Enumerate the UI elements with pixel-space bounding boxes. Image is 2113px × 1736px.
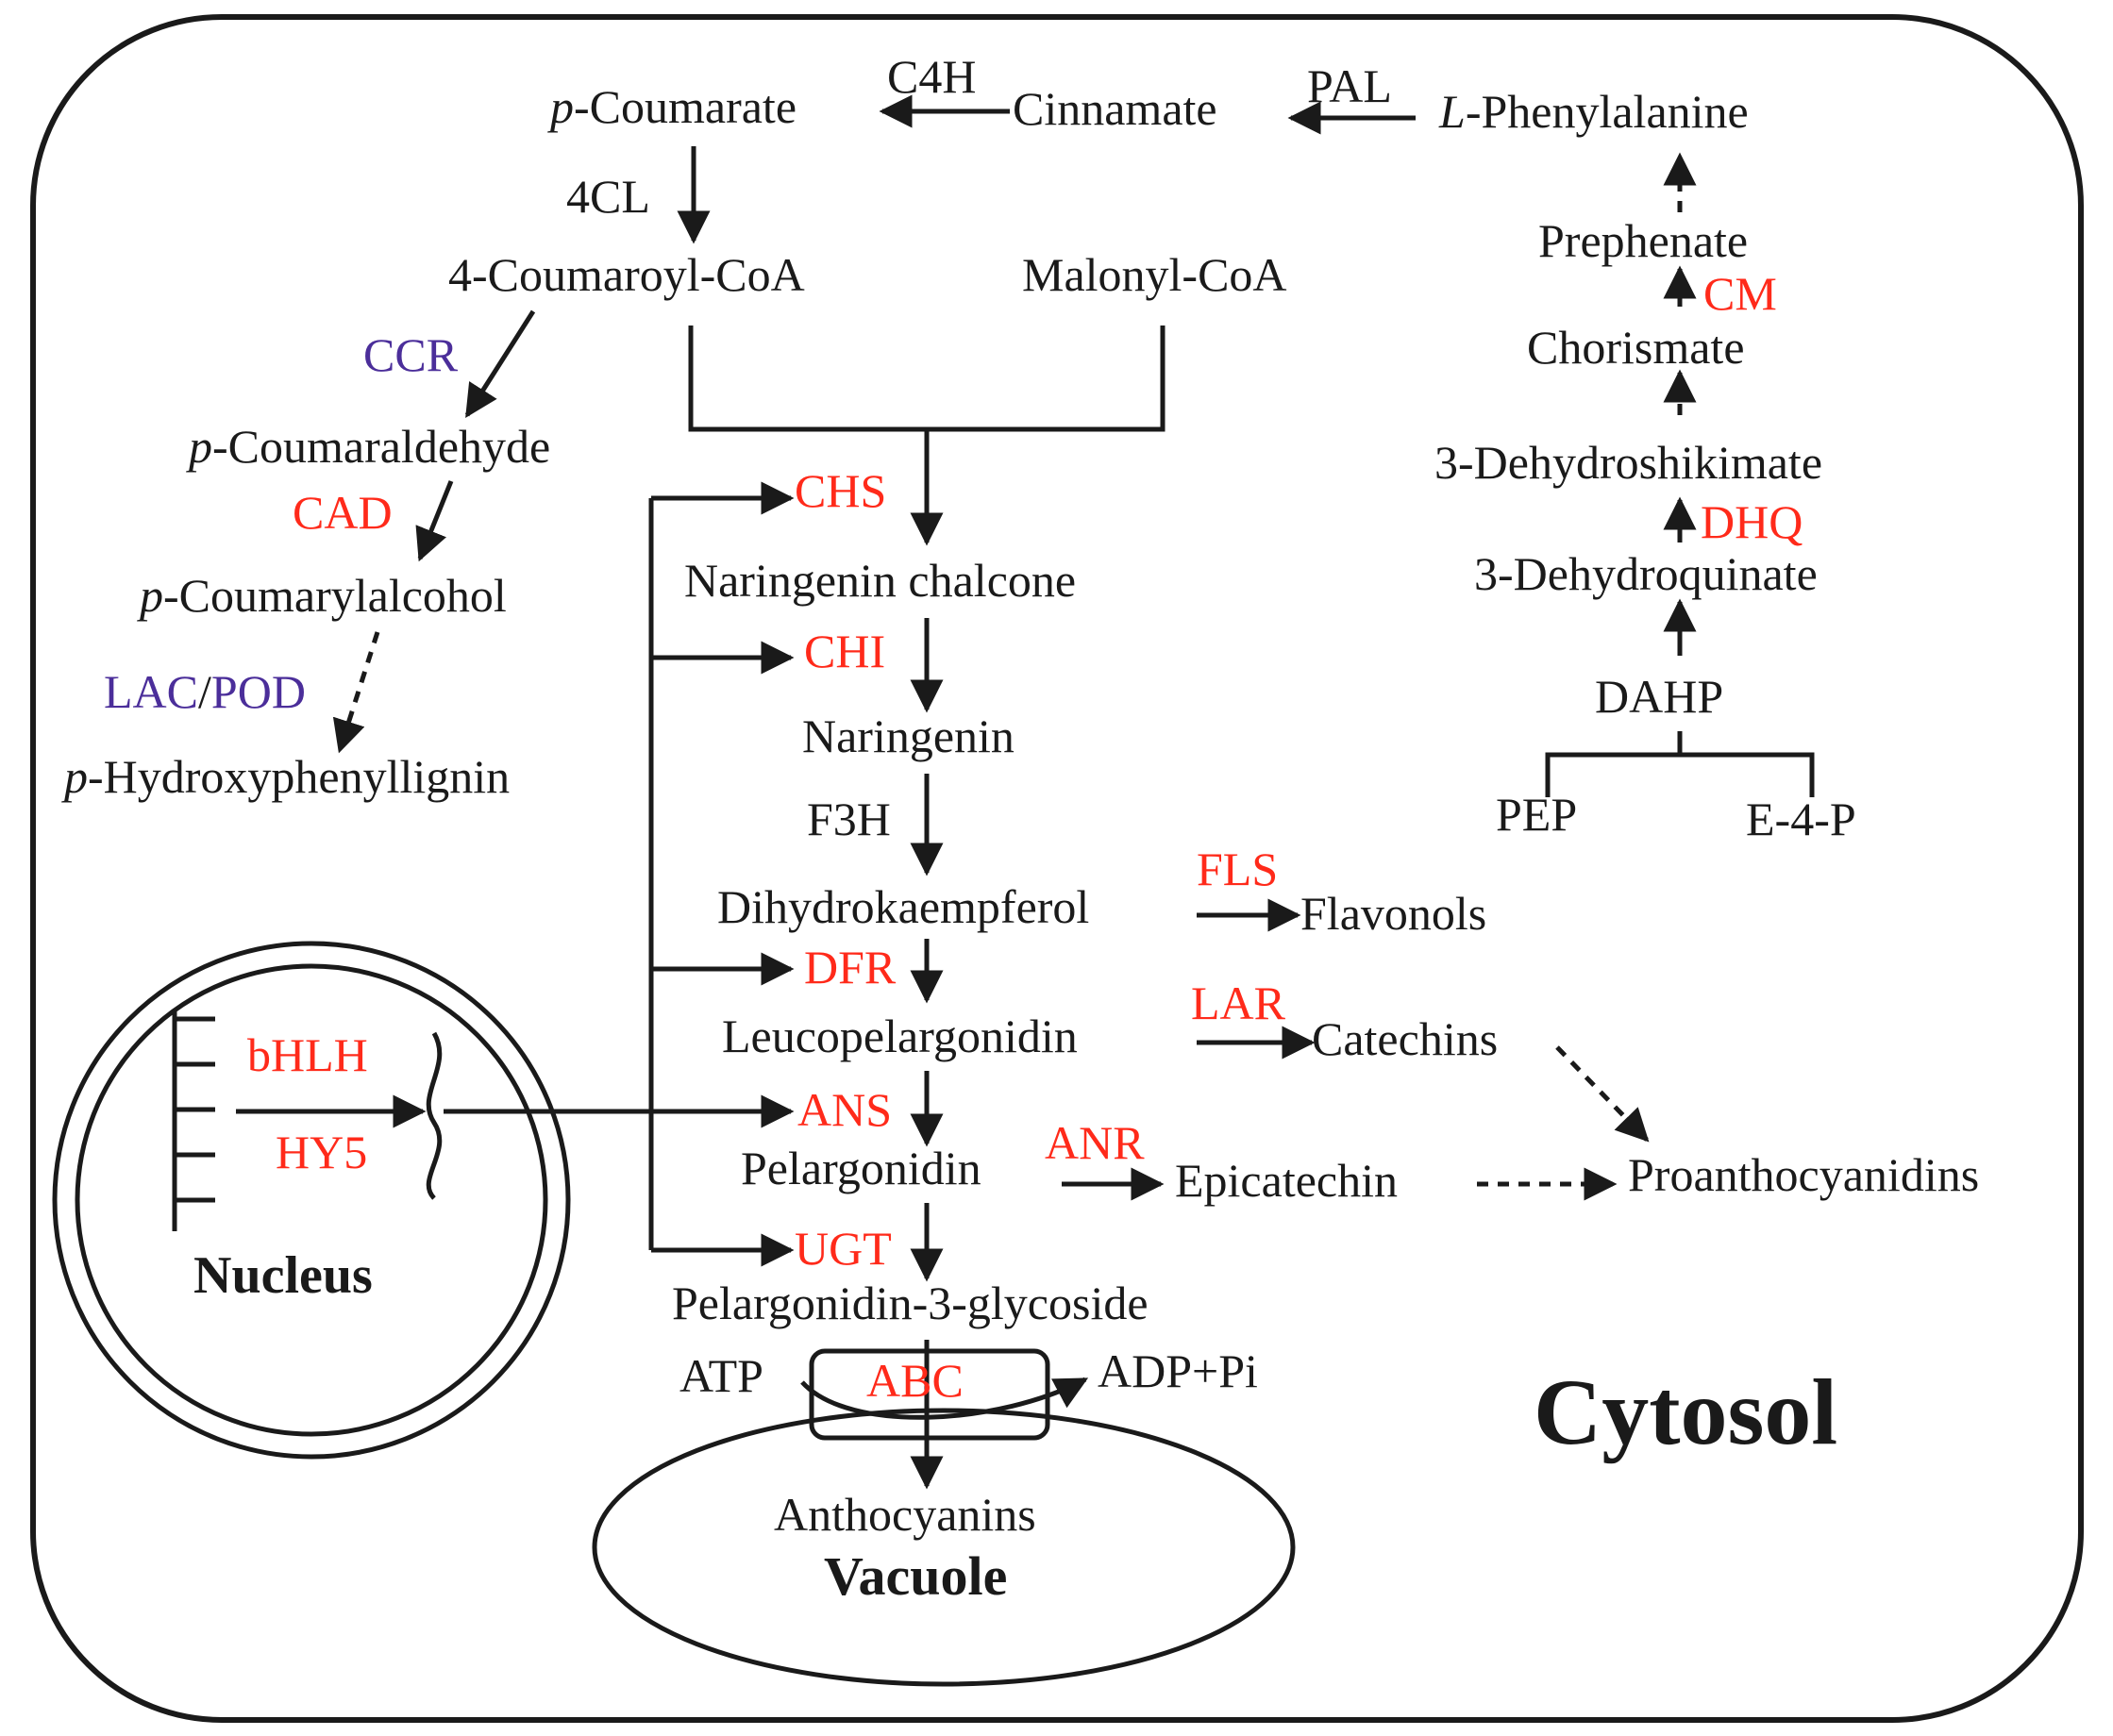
enzyme-anr: ANR [1045,1116,1145,1169]
label-p-coumaraldehyde: p-Coumaraldehyde [186,420,550,473]
enzyme-lar: LAR [1191,976,1286,1029]
enzyme-ans: ANS [797,1083,892,1136]
label-pelargonidin: Pelargonidin [741,1142,981,1194]
label-chorismate: Chorismate [1527,321,1745,374]
label-3-dehydroshikimate: 3-Dehydroshikimate [1434,436,1822,489]
label-p-coumarate: p-Coumarate [547,80,797,133]
label-4-coumaroyl-coa: 4-Coumaroyl-CoA [448,248,805,301]
enzyme-cm: CM [1703,267,1777,320]
enzyme-chs: CHS [795,464,886,517]
enzyme-chi: CHI [804,625,885,677]
bracket-condensation [688,326,1166,542]
compartment-nucleus: Nucleus [193,1246,373,1305]
label-malonyl-coa: Malonyl-CoA [1022,248,1287,301]
enzyme-lac-pod: LAC/POD [104,665,306,718]
dna-ladder-icon [172,1010,215,1231]
label-flavonols: Flavonols [1300,887,1486,940]
cell-membrane [30,14,2084,1723]
bracket-pep-e4p [1545,731,1815,797]
label-3-dehydroquinate: 3-Dehydroquinate [1474,547,1818,600]
enzyme-c4h: C4H [887,50,976,103]
enzyme-abc: ABC [866,1354,964,1407]
arrow-atp-adp [800,1377,1089,1420]
compartment-cytosol: Cytosol [1534,1360,1837,1464]
label-dahp: DAHP [1595,670,1723,723]
label-naringenin: Naringenin [802,709,1015,762]
enzyme-ccr: CCR [363,328,459,381]
enzyme-4cl: 4CL [566,170,650,223]
label-dihydrokaempferol: Dihydrokaempferol [717,880,1089,933]
enzyme-ugt: UGT [795,1222,892,1275]
enzyme-dhq: DHQ [1701,495,1803,548]
arrow-catechins-proanthocyanidins [1555,1045,1650,1143]
label-catechins: Catechins [1312,1012,1498,1065]
tf-hy5: HY5 [276,1126,367,1178]
arrow-lac-pod [332,631,380,754]
label-adp-pi: ADP+Pi [1098,1344,1258,1397]
label-proanthocyanidins: Proanthocyanidins [1628,1148,1979,1201]
label-prephenate: Prephenate [1538,214,1748,267]
label-atp: ATP [679,1349,763,1402]
label-l-phenylalanine: L-Phenylalanine [1438,85,1749,138]
enzyme-f3h: F3H [807,793,891,845]
compartment-vacuole: Vacuole [824,1545,1007,1607]
enzyme-pal: PAL [1307,59,1392,112]
enzyme-fls: FLS [1197,843,1278,895]
label-leucopelargonidin: Leucopelargonidin [722,1010,1078,1062]
label-p-hydroxyphenyllignin: p-Hydroxyphenyllignin [61,750,510,803]
dna-squiggle-icon [426,1031,443,1200]
label-pep: PEP [1496,788,1577,841]
nucleus-outer [52,941,571,1460]
nucleus-inner [75,963,548,1437]
enzyme-dfr: DFR [804,941,897,993]
vacuole-membrane [592,1408,1296,1687]
label-epicatechin: Epicatechin [1175,1154,1398,1207]
label-e-4-p: E-4-P [1746,793,1856,845]
label-p-coumarylalcohol: p-Coumarylalcohol [137,569,507,622]
arrow-ccr [464,309,536,418]
label-cinnamate: Cinnamate [1013,82,1217,135]
arrow-cad [415,480,454,562]
label-naringenin-chalcone: Naringenin chalcone [684,554,1076,607]
label-pelargonidin-3-glycoside: Pelargonidin-3-glycoside [672,1277,1149,1329]
enzyme-cad: CAD [293,486,393,539]
label-anthocyanins: Anthocyanins [774,1488,1036,1541]
tf-bhlh: bHLH [247,1028,368,1081]
